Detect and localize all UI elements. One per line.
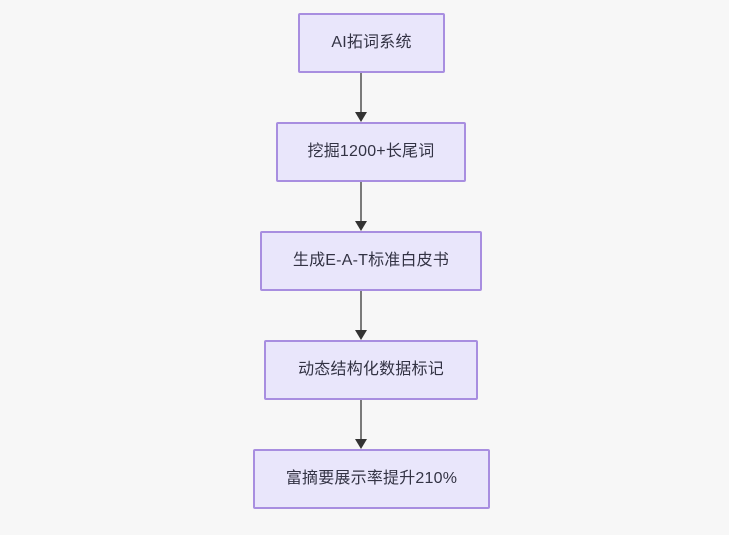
flow-edge-line <box>360 400 362 440</box>
flow-edge-line <box>360 291 362 331</box>
flow-node-label: 动态结构化数据标记 <box>298 361 444 378</box>
arrowhead-icon <box>355 330 367 340</box>
flow-node-n5[interactable]: 富摘要展示率提升210% <box>253 449 490 509</box>
flow-edge-line <box>360 182 362 222</box>
flow-edge <box>351 291 371 340</box>
arrowhead-icon <box>355 221 367 231</box>
flow-edge-line <box>360 73 362 113</box>
flow-node-label: 生成E-A-T标准白皮书 <box>292 252 450 269</box>
arrowhead-icon <box>355 439 367 449</box>
arrowhead-icon <box>355 112 367 122</box>
flow-node-n3[interactable]: 生成E-A-T标准白皮书 <box>260 231 482 291</box>
flow-node-n4[interactable]: 动态结构化数据标记 <box>264 340 478 400</box>
flow-node-n1[interactable]: AI拓词系统 <box>298 13 445 73</box>
flow-node-label: 挖掘1200+长尾词 <box>307 143 435 160</box>
flow-edge <box>351 73 371 122</box>
flow-node-n2[interactable]: 挖掘1200+长尾词 <box>276 122 466 182</box>
flow-edge <box>351 400 371 449</box>
flow-node-label: 富摘要展示率提升210% <box>285 470 458 487</box>
flow-edge <box>351 182 371 231</box>
flow-node-label: AI拓词系统 <box>331 34 412 51</box>
